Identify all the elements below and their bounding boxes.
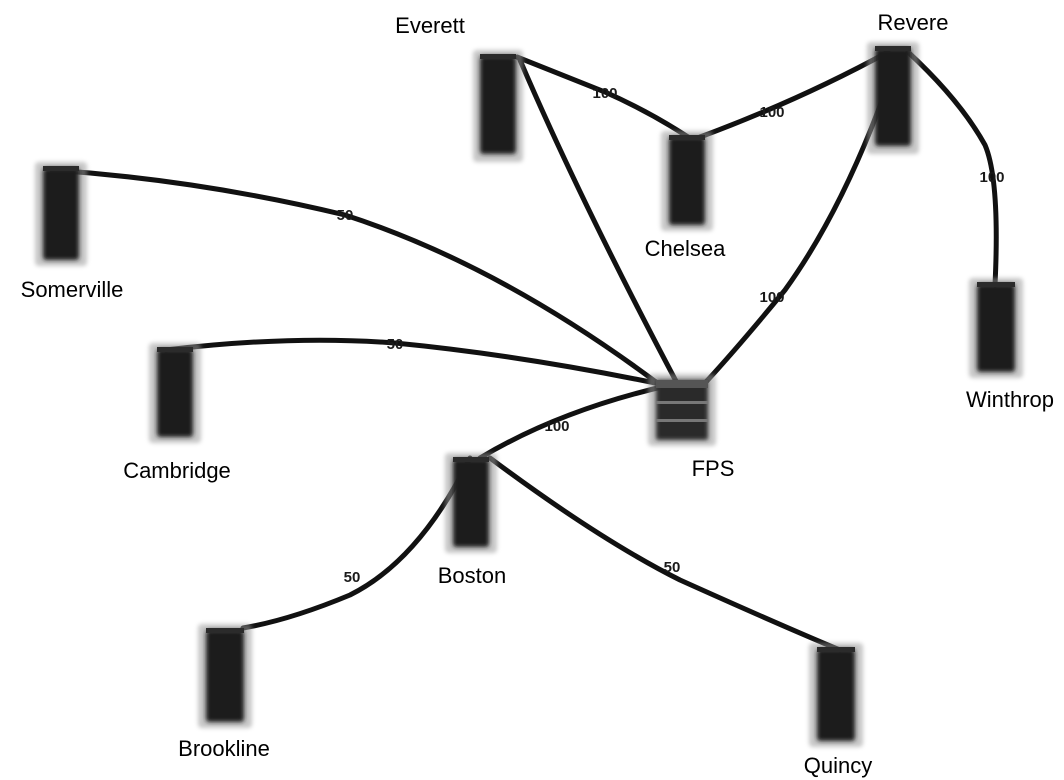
edge-cambridge-fps [163, 337, 668, 388]
edge-labels: 100 100 100 100 50 50 100 50 50 [337, 85, 1005, 586]
nodes: Everett Revere Chelsea Som [21, 10, 1054, 778]
node-everett: Everett [395, 13, 523, 162]
edge-label-revere-winthrop: 100 [979, 169, 1004, 186]
server-icon [867, 42, 919, 154]
server-icon [661, 131, 713, 231]
edge-somerville-fps [49, 167, 663, 388]
edge-label-somerville-fps: 50 [337, 207, 354, 224]
node-label-boston: Boston [438, 563, 507, 588]
node-brookline: Brookline [178, 624, 270, 761]
edge-label-revere-fps: 100 [759, 289, 784, 306]
edge-boston-quincy [487, 455, 843, 653]
edge-label-boston-quincy: 50 [664, 559, 681, 576]
edge-boston-fps [477, 382, 673, 461]
node-label-somerville: Somerville [21, 277, 124, 302]
node-winthrop: Winthrop [966, 278, 1054, 412]
node-label-quincy: Quincy [804, 753, 872, 778]
edge-everett-fps [517, 57, 680, 386]
edge-label-boston-brookline: 50 [344, 569, 361, 586]
server-icon [445, 453, 497, 553]
server-icon [473, 50, 523, 162]
edge-label-chelsea-revere: 100 [759, 104, 784, 121]
node-somerville: Somerville [21, 162, 124, 302]
node-label-cambridge: Cambridge [123, 458, 231, 483]
node-chelsea: Chelsea [645, 131, 726, 261]
node-fps: FPS [648, 374, 734, 481]
node-cambridge: Cambridge [123, 343, 231, 483]
edge-label-cambridge-fps: 50 [387, 336, 404, 353]
server-icon [149, 343, 201, 443]
node-label-brookline: Brookline [178, 736, 270, 761]
edge-label-boston-fps: 100 [544, 418, 569, 435]
node-label-everett: Everett [395, 13, 465, 38]
node-label-winthrop: Winthrop [966, 387, 1054, 412]
edge-boston-brookline [240, 455, 473, 631]
edge-chelsea-revere [697, 49, 891, 140]
edge-label-everett-chelsea: 100 [592, 85, 617, 102]
node-quincy: Quincy [804, 643, 872, 778]
node-boston: Boston [438, 453, 507, 588]
edge-revere-winthrop [905, 49, 999, 288]
server-icon [35, 162, 87, 266]
node-revere: Revere [867, 10, 948, 154]
server-icon [648, 374, 716, 446]
node-label-chelsea: Chelsea [645, 236, 726, 261]
server-icon [809, 643, 863, 747]
node-label-revere: Revere [878, 10, 949, 35]
server-icon [969, 278, 1023, 378]
node-label-fps: FPS [692, 456, 735, 481]
server-icon [198, 624, 252, 728]
